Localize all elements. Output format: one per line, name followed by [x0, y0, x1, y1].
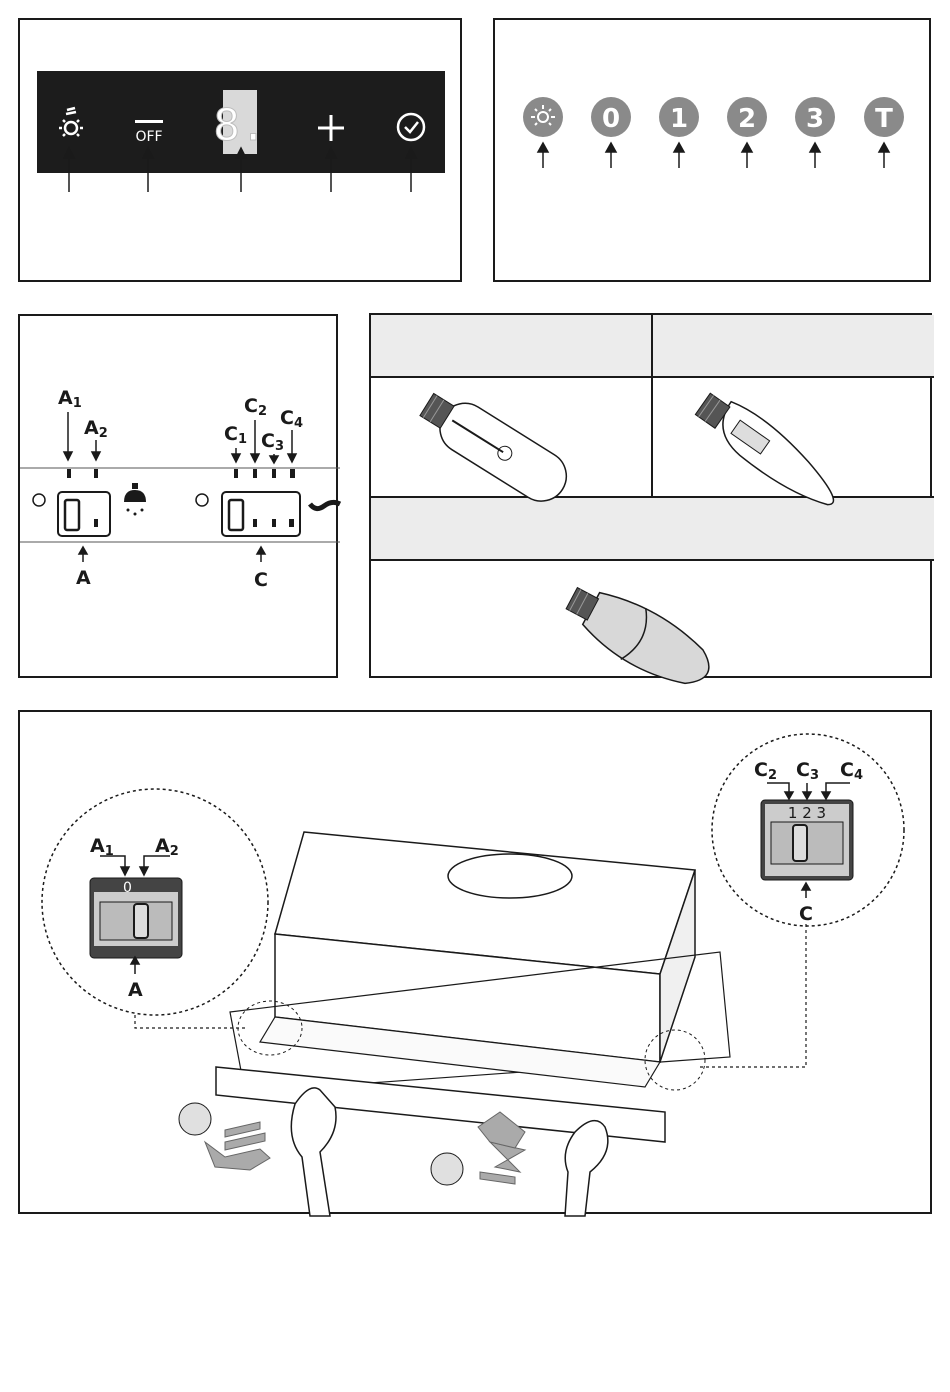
detail-a-mark-0: 0	[123, 880, 132, 896]
switch-panel-drawing: A1 A2 A C2 C4 C1 C3	[20, 316, 340, 680]
bulb-types-drawing	[371, 315, 934, 680]
detail-c-label: C	[799, 903, 813, 925]
speed-2-label: 2	[738, 104, 756, 134]
timer-t-label: T	[875, 104, 893, 134]
switch-c-label: C	[254, 569, 268, 591]
hood-installation-panel: A1 A2 0 A C2 C3 C4 1 2	[18, 710, 932, 1214]
pull-out-arrow	[205, 1122, 270, 1170]
speed-2-button[interactable]: 2	[727, 97, 767, 137]
display-digit: 8.	[214, 100, 267, 151]
cooker-hood	[216, 832, 730, 1142]
timer-t-button[interactable]: T	[864, 97, 904, 137]
switch-panel: A1 A2 A C2 C4 C1 C3	[18, 314, 338, 678]
speed-3-button[interactable]: 3	[795, 97, 835, 137]
label-c3: C3	[261, 430, 284, 454]
speed-0-button[interactable]: 0	[591, 97, 631, 137]
speed-1-button[interactable]: 1	[659, 97, 699, 137]
detail-switch-c[interactable]: 1 2 3	[761, 800, 853, 880]
label-c4: C4	[280, 407, 303, 431]
label-a2: A2	[84, 417, 108, 441]
pointer-arrows	[538, 143, 889, 168]
detail-a-label: A	[128, 979, 143, 1001]
light-bulb-icon	[124, 483, 146, 516]
label-c1: C1	[224, 423, 247, 447]
switch-c[interactable]	[222, 492, 300, 536]
fan-icon	[310, 502, 340, 508]
control-panel-buttons: 0 1 2 3 T	[493, 18, 931, 282]
hood-installation-drawing: A1 A2 0 A C2 C3 C4 1 2	[20, 712, 934, 1216]
step-2-marker	[431, 1153, 463, 1185]
speed-0-label: 0	[602, 104, 620, 134]
label-c2: C2	[244, 395, 267, 419]
bulb-types-panel	[369, 313, 932, 678]
step-1-marker	[179, 1103, 211, 1135]
switch-a[interactable]	[58, 492, 110, 536]
tube-bulb-image	[414, 383, 576, 510]
off-label: OFF	[135, 129, 162, 145]
switch-a-label: A	[76, 567, 91, 589]
control-panel-digital-drawing: OFF 8.	[20, 20, 464, 284]
detail-switch-a[interactable]: 0	[90, 878, 182, 958]
control-panel-digital: OFF 8.	[18, 18, 462, 282]
detail-c-digits: 1 2 3	[788, 804, 826, 822]
light-button[interactable]	[523, 97, 563, 137]
label-a1: A1	[58, 387, 82, 411]
speed-1-label: 1	[670, 104, 688, 134]
control-panel-buttons-drawing: 0 1 2 3 T	[495, 20, 933, 284]
speed-3-label: 3	[806, 104, 824, 134]
frosted-bulb-image	[557, 575, 721, 698]
